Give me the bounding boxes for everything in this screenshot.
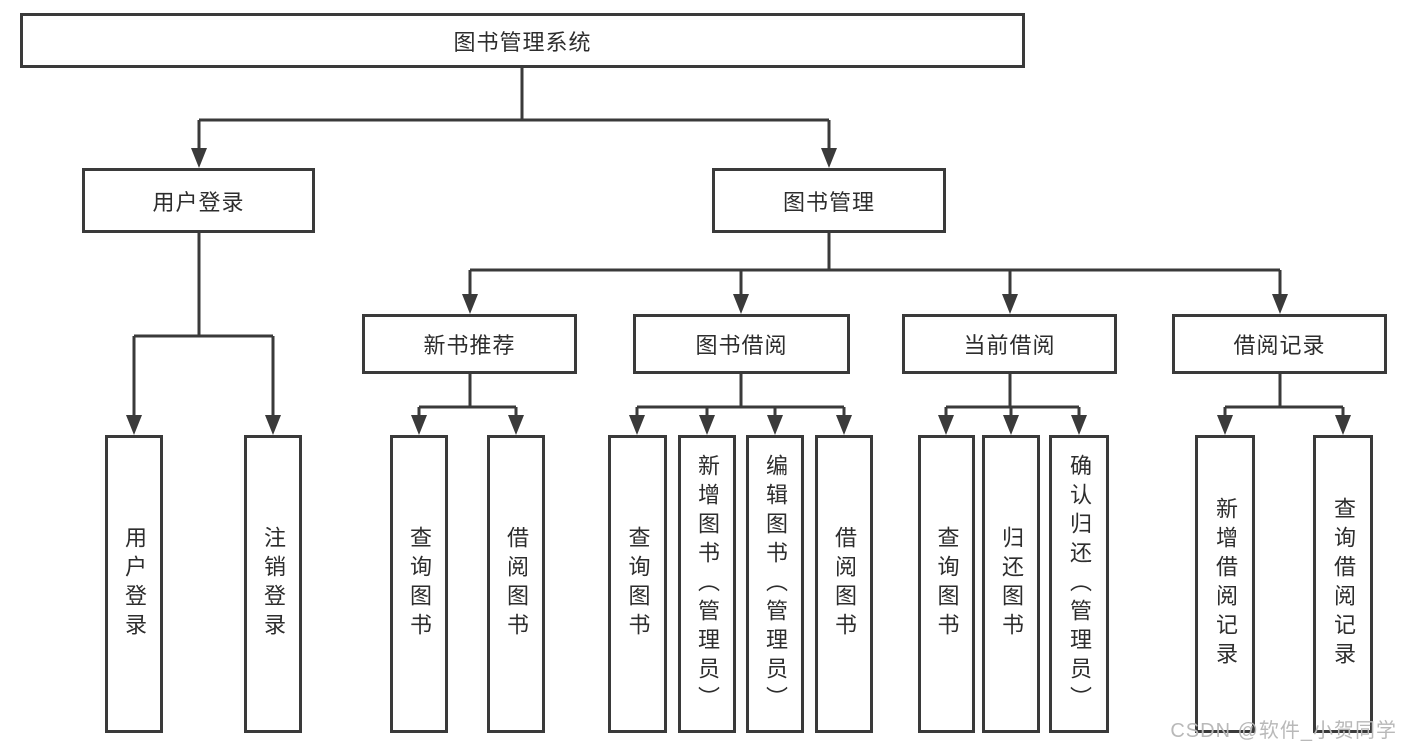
node-current-borrow: 当前借阅 (902, 314, 1117, 374)
node-user-login-label: 用户登录 (152, 189, 245, 215)
node-leaf-add-borrow-record-label: 新增借阅记录 (1213, 497, 1238, 671)
node-leaf-borrow-books-a-label: 借阅图书 (504, 526, 529, 642)
csdn-watermark: CSDN @软件_小贺同学 (1170, 720, 1397, 742)
node-book-borrow-label: 图书借阅 (695, 333, 788, 358)
node-leaf-return-books-label: 归还图书 (999, 526, 1024, 642)
node-new-book-recommend: 新书推荐 (362, 314, 577, 374)
node-leaf-add-books-admin-label: 新增图书（管理员） (695, 453, 720, 715)
node-leaf-borrow-books-a: 借阅图书 (487, 435, 545, 733)
node-leaf-user-login: 用户登录 (105, 435, 163, 733)
node-leaf-query-books-b: 查询图书 (608, 435, 667, 733)
node-user-login: 用户登录 (82, 168, 315, 233)
node-leaf-logout: 注销登录 (244, 435, 302, 733)
arrowheads (126, 148, 1351, 435)
node-borrow-records-label: 借阅记录 (1233, 333, 1326, 358)
node-leaf-query-books-c-label: 查询图书 (934, 526, 960, 642)
node-leaf-borrow-books-b-label: 借阅图书 (832, 526, 857, 642)
node-leaf-edit-books-admin-label: 编辑图书（管理员） (763, 453, 788, 715)
node-leaf-user-login-label: 用户登录 (122, 526, 147, 642)
node-leaf-edit-books-admin: 编辑图书（管理员） (746, 435, 804, 733)
node-book-borrow: 图书借阅 (633, 314, 850, 374)
node-leaf-query-books-a: 查询图书 (390, 435, 448, 733)
node-leaf-add-borrow-record: 新增借阅记录 (1195, 435, 1255, 733)
node-leaf-logout-label: 注销登录 (261, 526, 286, 642)
node-leaf-add-books-admin: 新增图书（管理员） (678, 435, 736, 733)
node-leaf-query-borrow-record-label: 查询借阅记录 (1331, 497, 1356, 671)
node-leaf-return-books: 归还图书 (982, 435, 1040, 733)
node-book-management: 图书管理 (712, 168, 946, 233)
node-leaf-query-books-b-label: 查询图书 (625, 526, 651, 642)
node-borrow-records: 借阅记录 (1172, 314, 1387, 374)
node-leaf-confirm-return-admin-label: 确认归还（管理员） (1067, 453, 1092, 715)
node-book-management-label: 图书管理 (782, 189, 875, 215)
node-current-borrow-label: 当前借阅 (963, 333, 1056, 358)
node-leaf-confirm-return-admin: 确认归还（管理员） (1049, 435, 1109, 733)
node-leaf-borrow-books-b: 借阅图书 (815, 435, 873, 733)
node-new-book-recommend-label: 新书推荐 (423, 333, 516, 358)
node-leaf-query-borrow-record: 查询借阅记录 (1313, 435, 1373, 733)
node-leaf-query-books-c: 查询图书 (918, 435, 975, 733)
node-leaf-query-books-a-label: 查询图书 (407, 526, 432, 642)
node-root: 图书管理系统 (20, 13, 1025, 68)
node-root-label: 图书管理系统 (453, 29, 592, 55)
